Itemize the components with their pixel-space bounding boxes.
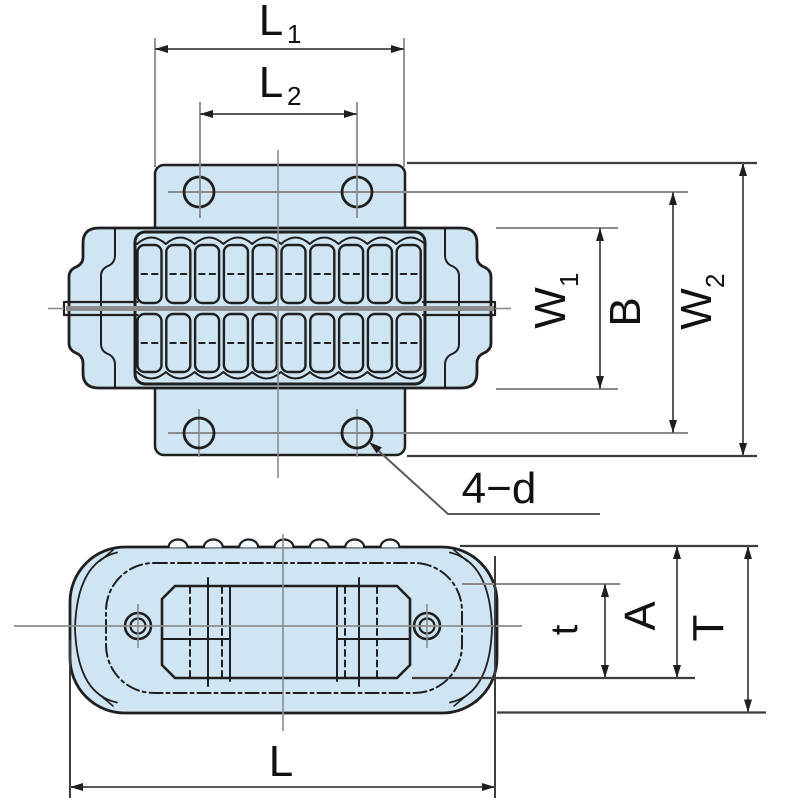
roller xyxy=(395,312,422,374)
mounting-hole-bottom-right xyxy=(340,416,374,450)
dimension-b: B xyxy=(601,192,677,433)
dim-label-l1: L xyxy=(259,0,283,45)
arrowhead xyxy=(70,783,83,791)
chamfer-mark xyxy=(99,694,114,707)
side-view xyxy=(14,534,522,731)
roller xyxy=(337,243,365,305)
chamfer-mark xyxy=(453,549,468,562)
roller xyxy=(337,312,365,374)
hole-callout: 4−d xyxy=(369,442,600,515)
roller xyxy=(136,312,163,374)
dim-label-l: L xyxy=(269,737,293,786)
protruding-rollers xyxy=(167,538,401,548)
side-end-contour-left xyxy=(74,551,118,704)
arrowhead xyxy=(482,783,495,791)
roller xyxy=(280,243,307,305)
dimension-w1: W 1 xyxy=(496,227,618,390)
svg-text:1: 1 xyxy=(554,273,584,287)
arrowhead xyxy=(601,584,609,597)
dim-label-l1-sub: 1 xyxy=(287,19,301,49)
dimension-l1: L 1 xyxy=(154,0,405,167)
arrowhead xyxy=(200,110,213,118)
arrowhead xyxy=(669,192,677,205)
dim-label-w1: W 1 xyxy=(526,273,584,329)
roller xyxy=(222,243,250,305)
roller xyxy=(280,312,307,374)
chamfer-mark xyxy=(453,694,468,707)
svg-text:W: W xyxy=(672,288,721,330)
top-view-dimensions: L 1 L 2 W 1 xyxy=(154,0,757,515)
roller xyxy=(165,312,192,374)
arrowhead xyxy=(391,45,404,53)
roller-scallops-bottom xyxy=(136,371,426,380)
roller xyxy=(309,312,336,374)
dimension-w2: W 2 xyxy=(407,161,757,458)
side-view-dimensions: t A T L xyxy=(69,544,766,798)
mounting-hole-bottom-left xyxy=(182,416,216,450)
arrowhead xyxy=(673,546,681,559)
arrowhead xyxy=(601,665,609,678)
dim-label-t-small: t xyxy=(544,624,586,635)
dimension-t-small: t xyxy=(544,584,609,678)
dim-label-w2: W 2 xyxy=(672,274,730,330)
svg-text:t: t xyxy=(544,624,586,635)
arrowhead xyxy=(596,228,604,241)
dim-label-t-big: T xyxy=(684,615,733,642)
dim-label-a: A xyxy=(616,601,665,631)
svg-text:A: A xyxy=(616,601,665,631)
roller-track-centerline xyxy=(105,562,463,694)
dimension-l2: L 2 xyxy=(199,58,358,218)
arrowhead xyxy=(744,699,752,713)
dim-label-l2-sub: 2 xyxy=(287,81,301,111)
roller xyxy=(251,243,278,305)
svg-text:T: T xyxy=(684,615,733,642)
svg-text:2: 2 xyxy=(700,274,730,288)
chamfer-mark xyxy=(99,549,114,562)
dimension-t-big: T xyxy=(684,546,752,713)
roller xyxy=(193,312,221,374)
roller xyxy=(309,243,336,305)
hole-callout-label: 4−d xyxy=(462,464,537,513)
roller-scallops-top xyxy=(136,236,426,245)
dim-label-b: B xyxy=(601,297,650,326)
roller xyxy=(165,243,192,305)
svg-text:W: W xyxy=(526,287,575,329)
roller xyxy=(222,312,250,374)
arrowhead xyxy=(369,442,382,454)
mounting-hole-top-left xyxy=(182,175,216,209)
roller xyxy=(136,243,163,305)
arrowhead xyxy=(344,110,357,118)
arrowhead xyxy=(739,163,747,176)
roller xyxy=(193,243,221,305)
svg-text:B: B xyxy=(601,297,650,326)
arrowhead xyxy=(669,420,677,433)
top-view xyxy=(48,150,688,478)
arrowhead xyxy=(744,546,752,559)
roller xyxy=(395,243,422,305)
window-plate xyxy=(160,584,412,680)
arrowhead xyxy=(739,443,747,456)
dim-label-l2: L xyxy=(259,58,283,107)
arrowhead xyxy=(673,665,681,678)
roller xyxy=(251,312,278,374)
roller xyxy=(366,243,394,305)
arrowhead xyxy=(155,45,168,53)
dimension-l: L xyxy=(69,556,496,798)
arrowhead xyxy=(596,376,604,389)
side-end-contour-right xyxy=(449,551,493,704)
dimension-a: A xyxy=(616,546,681,678)
leader-line xyxy=(370,443,600,515)
roller xyxy=(366,312,394,374)
